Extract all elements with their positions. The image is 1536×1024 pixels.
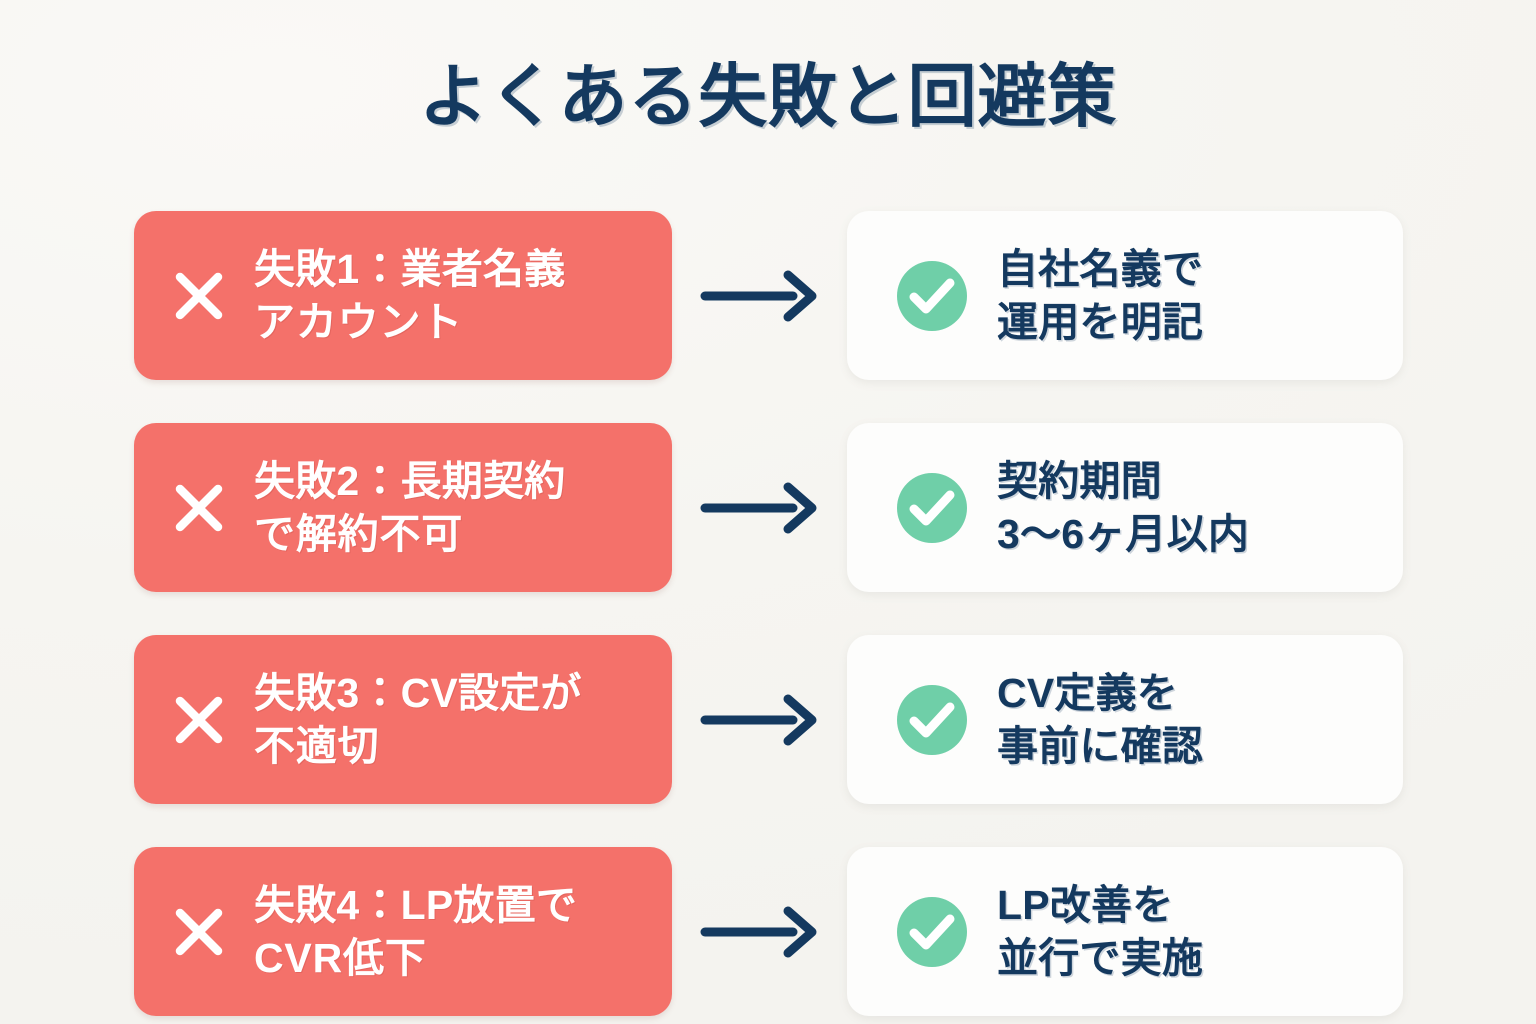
list-item: 失敗1：業者名義 アカウント 自社名義で 運用を明記 [0, 211, 1536, 380]
solution-text-2: 契約期間 3〜6ヶ月以内 [997, 455, 1383, 559]
solution-card-4[interactable]: LP改善を 並行で実施 [847, 847, 1403, 1016]
problem-line-1: 失敗3：CV設定が [254, 670, 582, 717]
solution-text-3: CV定義を 事前に確認 [997, 667, 1383, 771]
problem-line-1: 失敗4：LP放置で [254, 882, 578, 929]
arrow-right-icon [700, 906, 817, 957]
failure-countermeasure-list: 失敗1：業者名義 アカウント 自社名義で 運用を明記 [0, 211, 1536, 1016]
solution-card-3[interactable]: CV定義を 事前に確認 [847, 635, 1403, 804]
solution-line-1: 契約期間 [997, 458, 1162, 505]
problem-line-1: 失敗2：長期契約 [254, 458, 566, 505]
solution-card-1[interactable]: 自社名義で 運用を明記 [847, 211, 1403, 380]
x-mark-icon [175, 272, 223, 319]
arrow-right-icon [700, 482, 817, 533]
problem-card-1[interactable]: 失敗1：業者名義 アカウント [134, 211, 672, 380]
problem-line-2: アカウント [254, 298, 464, 345]
problem-card-3[interactable]: 失敗3：CV設定が 不適切 [134, 635, 672, 804]
solution-line-2: 運用を明記 [997, 298, 1204, 345]
solution-line-2: 並行で実施 [997, 934, 1204, 981]
arrow-right-icon [700, 694, 817, 745]
solution-text-4: LP改善を 並行で実施 [997, 879, 1383, 983]
solution-line-1: 自社名義で [997, 246, 1204, 293]
x-mark-icon [175, 908, 223, 955]
problem-card-4[interactable]: 失敗4：LP放置で CVR低下 [134, 847, 672, 1016]
check-circle-icon [897, 472, 967, 543]
solution-line-2: 3〜6ヶ月以内 [997, 510, 1250, 557]
problem-text-4: 失敗4：LP放置で CVR低下 [254, 879, 652, 983]
problem-line-1: 失敗1：業者名義 [254, 246, 566, 293]
page-title: よくある失敗と回避策 [418, 58, 1118, 135]
solution-line-1: CV定義を [997, 670, 1178, 717]
check-circle-icon [897, 896, 967, 967]
problem-line-2: 不適切 [254, 722, 380, 769]
problem-line-2: CVR低下 [254, 934, 427, 981]
problem-card-2[interactable]: 失敗2：長期契約 で解約不可 [134, 423, 672, 592]
x-mark-icon [175, 484, 223, 531]
problem-text-1: 失敗1：業者名義 アカウント [254, 243, 652, 347]
solution-line-1: LP改善を [997, 882, 1174, 929]
check-circle-icon [897, 684, 967, 755]
problem-text-2: 失敗2：長期契約 で解約不可 [254, 455, 652, 559]
solution-line-2: 事前に確認 [997, 722, 1204, 769]
check-circle-icon [897, 260, 967, 331]
list-item: 失敗2：長期契約 で解約不可 契約期間 3〜6ヶ月以内 [0, 423, 1536, 592]
list-item: 失敗4：LP放置で CVR低下 LP改善を 並行で実施 [0, 847, 1536, 1016]
list-item: 失敗3：CV設定が 不適切 CV定義を 事前に確認 [0, 635, 1536, 804]
problem-line-2: で解約不可 [254, 510, 464, 557]
arrow-right-icon [700, 270, 817, 321]
problem-text-3: 失敗3：CV設定が 不適切 [254, 667, 652, 771]
x-mark-icon [175, 696, 223, 743]
solution-card-2[interactable]: 契約期間 3〜6ヶ月以内 [847, 423, 1403, 592]
solution-text-1: 自社名義で 運用を明記 [997, 243, 1383, 347]
